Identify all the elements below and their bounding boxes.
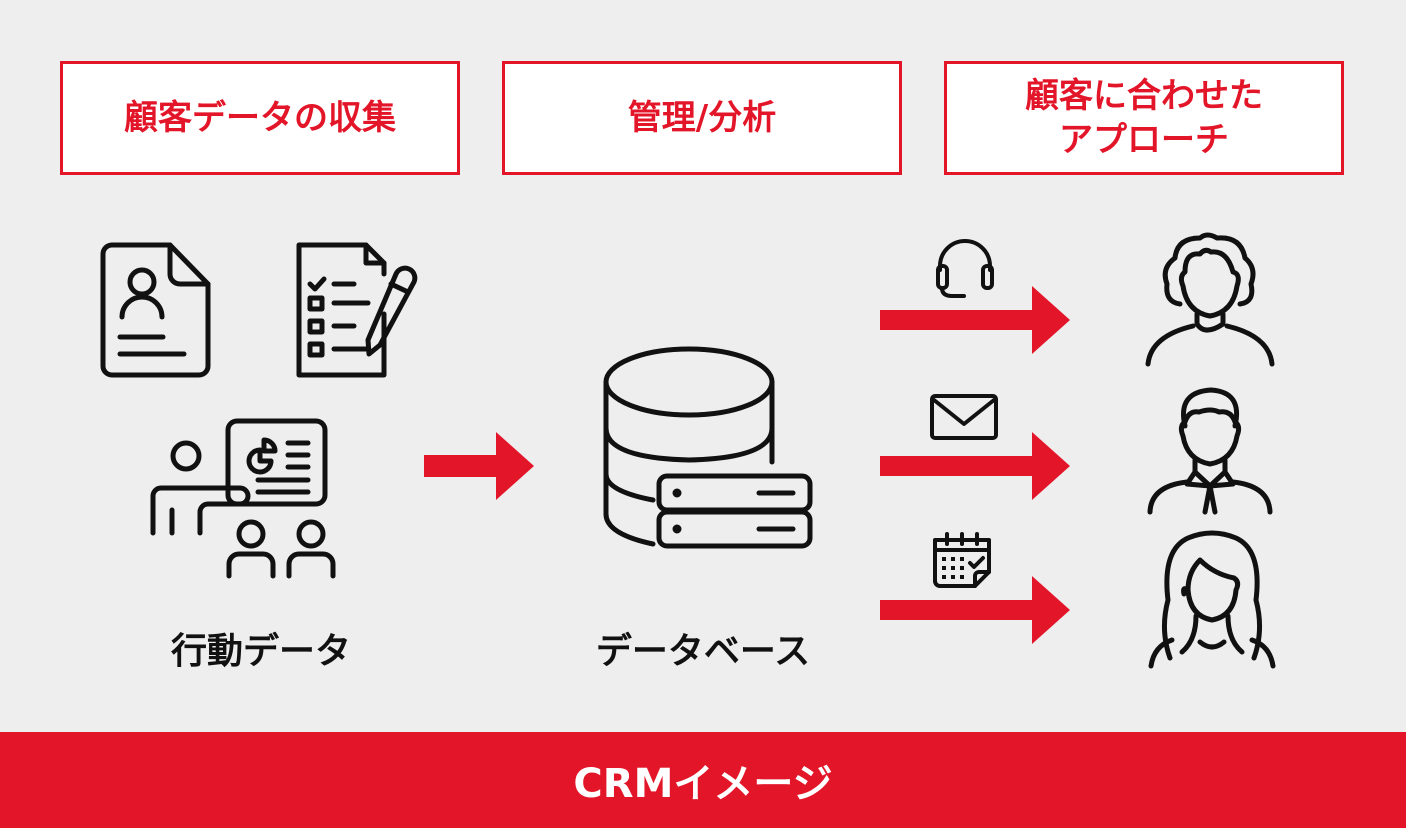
header-box-data-collection: 顧客データの収集 xyxy=(60,61,460,175)
approach-arrow-3 xyxy=(880,576,1070,644)
database-server-icon xyxy=(603,346,813,550)
flow-arrow-to-database xyxy=(424,432,534,500)
header-title: 管理/分析 xyxy=(627,97,777,138)
calendar-check-icon xyxy=(932,530,992,588)
approach-arrow-2 xyxy=(880,432,1070,500)
header-box-customer-approach: 顧客に合わせた アプローチ xyxy=(944,61,1344,175)
behavior-data-label: 行動データ xyxy=(170,631,352,672)
header-title-line-2: アプローチ xyxy=(1059,120,1229,160)
header-box-management-analysis: 管理/分析 xyxy=(502,61,902,175)
footer-banner: CRMイメージ xyxy=(0,732,1406,828)
checklist-with-pencil-icon xyxy=(296,242,420,378)
customer-profile-document-icon xyxy=(100,242,212,378)
header-title-line-1: 顧客に合わせた xyxy=(1025,75,1263,116)
database-label: データベース xyxy=(595,631,811,672)
woman-wavy-hair-icon xyxy=(1145,232,1275,368)
mail-envelope-icon xyxy=(930,394,998,440)
woman-long-hair-icon xyxy=(1148,530,1276,669)
footer-title: CRMイメージ xyxy=(573,761,833,807)
presentation-audience-icon xyxy=(148,418,336,579)
approach-arrow-1 xyxy=(880,286,1070,354)
header-title: 顧客データの収集 xyxy=(124,97,396,138)
headset-icon xyxy=(934,236,996,300)
businessman-icon xyxy=(1147,386,1273,515)
